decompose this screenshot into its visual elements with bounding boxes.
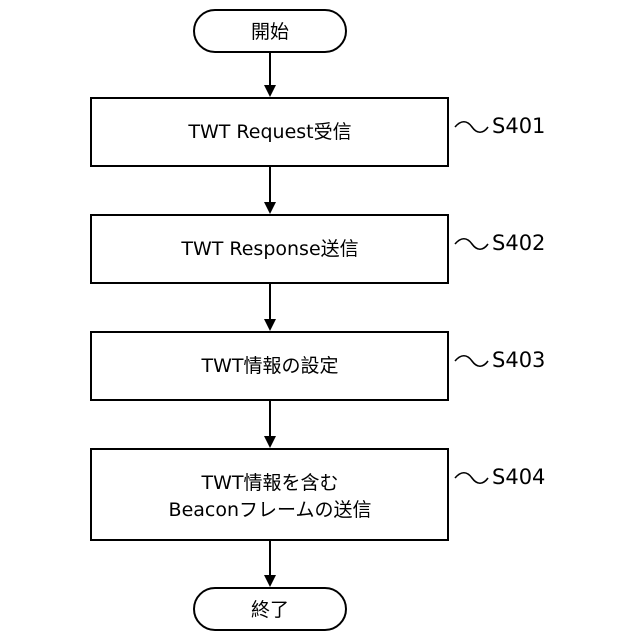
arrowhead xyxy=(264,436,276,448)
process-step-s403: TWT情報の設定 S403 xyxy=(91,332,545,400)
edge-start-to-s401 xyxy=(264,52,276,97)
leader-squiggle xyxy=(455,356,488,367)
process-step-s401: TWT Request受信 S401 xyxy=(91,98,545,166)
edge-s402-to-s403 xyxy=(264,283,276,331)
process-step-s402: TWT Response送信 S402 xyxy=(91,215,545,283)
process-step-text: TWT情報の設定 xyxy=(201,355,339,377)
process-step-s404: TWT情報を含む Beaconフレームの送信 S404 xyxy=(91,449,545,540)
process-step-text-line-1: TWT情報を含む xyxy=(201,472,339,494)
edge-s403-to-s404 xyxy=(264,400,276,448)
leader-squiggle xyxy=(455,473,488,484)
arrowhead xyxy=(264,202,276,214)
arrowhead xyxy=(264,319,276,331)
edge-s401-to-s402 xyxy=(264,166,276,214)
arrowhead xyxy=(264,575,276,587)
start-node: 開始 xyxy=(194,10,346,52)
end-label: 終了 xyxy=(251,599,289,621)
step-label-s403: S403 xyxy=(492,348,545,372)
process-box xyxy=(91,449,448,540)
process-step-text: TWT Response送信 xyxy=(180,238,358,260)
step-label-s401: S401 xyxy=(492,114,545,138)
step-label-s402: S402 xyxy=(492,231,545,255)
edge-s404-to-end xyxy=(264,540,276,587)
leader-squiggle xyxy=(455,122,488,133)
start-label: 開始 xyxy=(251,21,289,43)
step-label-s404: S404 xyxy=(492,465,545,489)
process-step-text-line-2: Beaconフレームの送信 xyxy=(169,499,372,521)
end-node: 終了 xyxy=(194,588,346,630)
leader-squiggle xyxy=(455,239,488,250)
arrowhead xyxy=(264,85,276,97)
process-step-text: TWT Request受信 xyxy=(187,121,351,143)
